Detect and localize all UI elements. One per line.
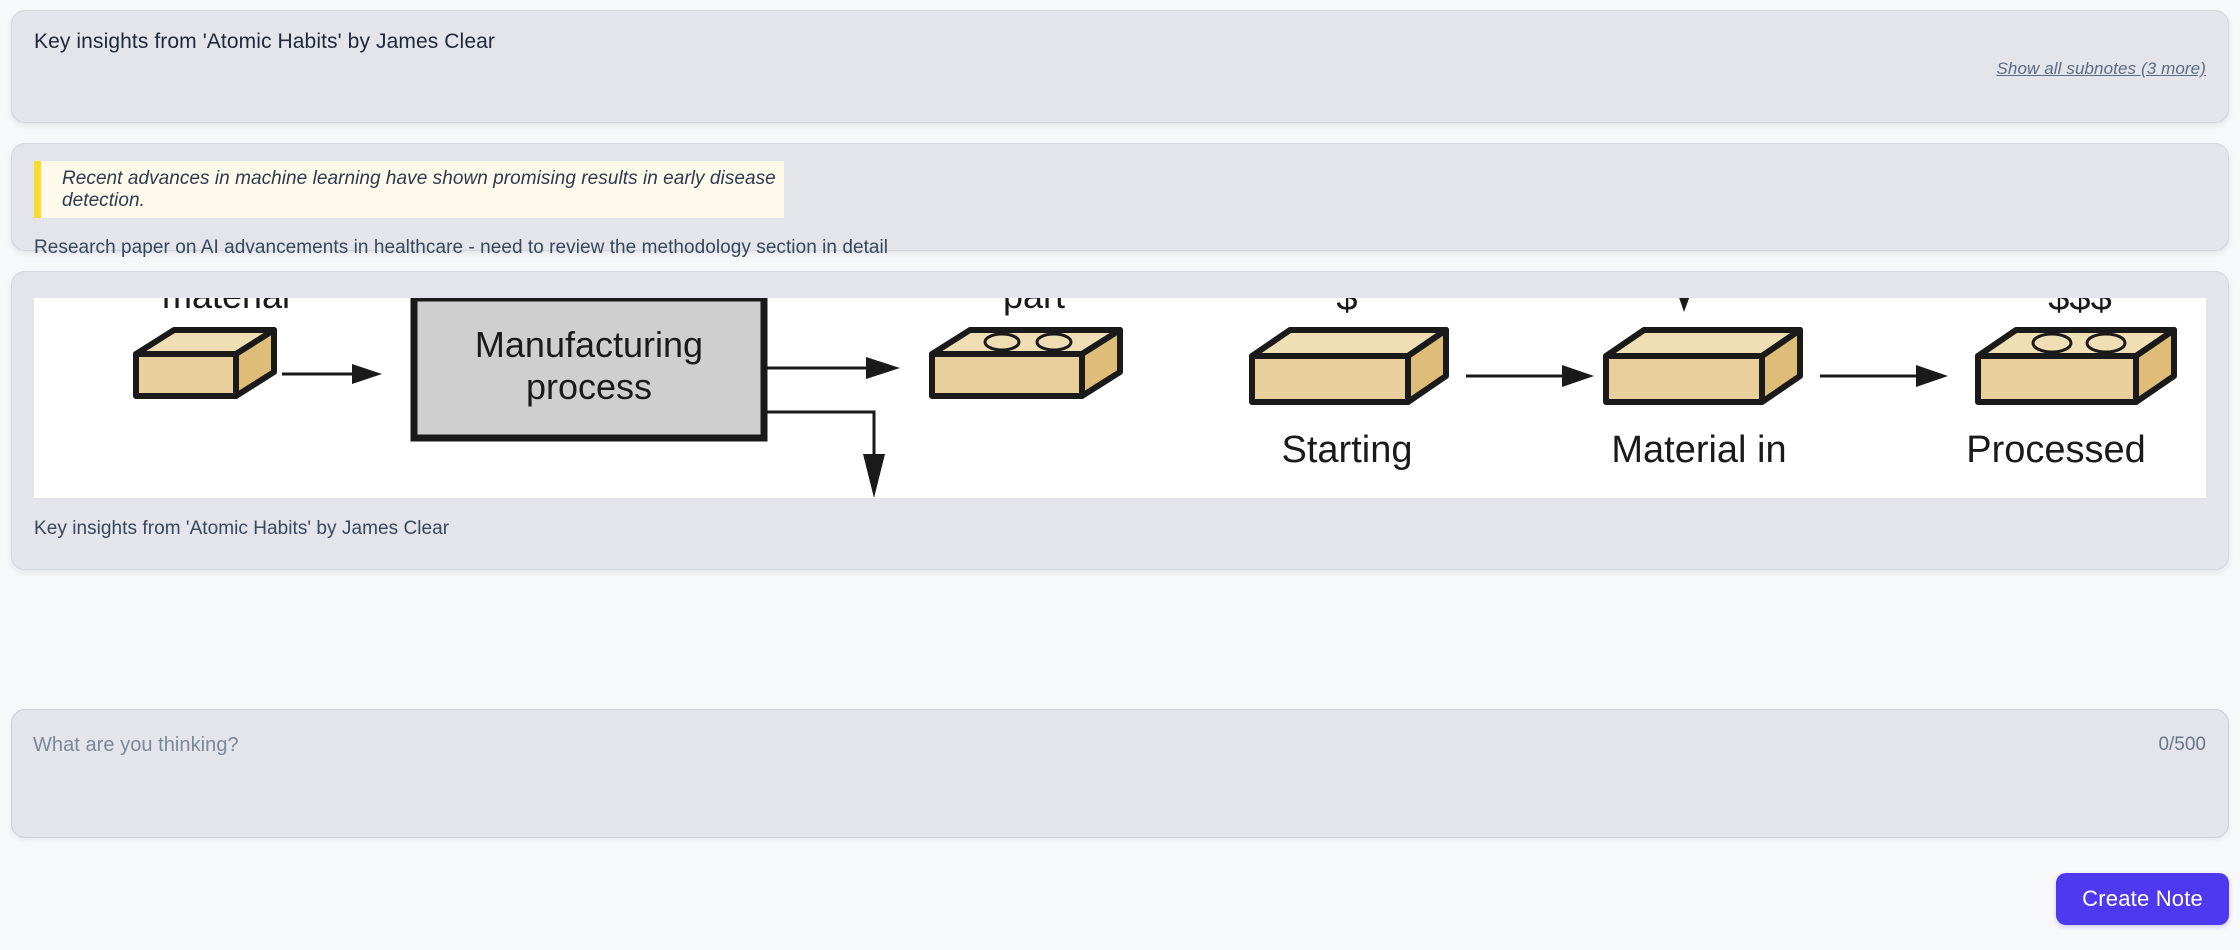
label-raw-material: material bbox=[162, 298, 290, 316]
label-cost-end: $$$ bbox=[2048, 298, 2111, 319]
note-image-caption: Key insights from 'Atomic Habits' by Jam… bbox=[34, 518, 450, 539]
show-all-subnotes-link[interactable]: Show all subnotes (3 more) bbox=[1996, 59, 2206, 78]
label-part: part bbox=[1003, 298, 1065, 316]
manufacturing-process-box: Manufacturing process bbox=[410, 298, 768, 442]
note-body-text: Research paper on AI advancements in hea… bbox=[34, 237, 889, 258]
note-title-text: Key insights from 'Atomic Habits' by Jam… bbox=[34, 30, 495, 53]
part-block bbox=[929, 327, 1123, 399]
arrow-material-in-to-processed bbox=[1820, 365, 1948, 387]
note-card-image[interactable]: material bbox=[11, 271, 2229, 570]
label-starting: Starting bbox=[1282, 429, 1413, 471]
starting-material-block bbox=[1249, 327, 1449, 405]
process-box-label-line2: process bbox=[526, 366, 652, 407]
arrow-process-to-part bbox=[767, 357, 900, 379]
arrow-material-in-input bbox=[1679, 298, 1690, 312]
label-cost-start: $ bbox=[1336, 298, 1357, 319]
quote-block: Recent advances in machine learning have… bbox=[34, 161, 784, 218]
note-card-title[interactable]: Key insights from 'Atomic Habits' by Jam… bbox=[11, 10, 2229, 123]
footer-action-bar: Create Note bbox=[11, 873, 2229, 925]
note-card-quote[interactable]: Recent advances in machine learning have… bbox=[11, 143, 2229, 258]
character-counter: 0/500 bbox=[2158, 734, 2206, 755]
label-processed: Processed bbox=[1966, 429, 2146, 471]
arrow-material-to-process bbox=[282, 364, 382, 384]
quote-text: Recent advances in machine learning have… bbox=[62, 167, 776, 211]
note-image-frame[interactable]: material bbox=[34, 298, 2206, 498]
arrow-process-waste bbox=[767, 410, 885, 498]
processed-part-block bbox=[1975, 327, 2177, 405]
note-composer[interactable]: What are you thinking? 0/500 bbox=[11, 709, 2229, 838]
label-material-in: Material in bbox=[1611, 429, 1786, 471]
create-note-button[interactable]: Create Note bbox=[2056, 873, 2229, 925]
process-box-label-line1: Manufacturing bbox=[475, 324, 703, 365]
manufacturing-flow-diagram: material bbox=[34, 298, 2206, 498]
composer-placeholder[interactable]: What are you thinking? bbox=[33, 734, 239, 756]
subnotes-row: Show all subnotes (3 more) bbox=[1996, 59, 2206, 79]
material-in-block bbox=[1603, 327, 1803, 405]
arrow-starting-to-material-in bbox=[1466, 365, 1594, 387]
raw-material-block bbox=[133, 327, 277, 399]
